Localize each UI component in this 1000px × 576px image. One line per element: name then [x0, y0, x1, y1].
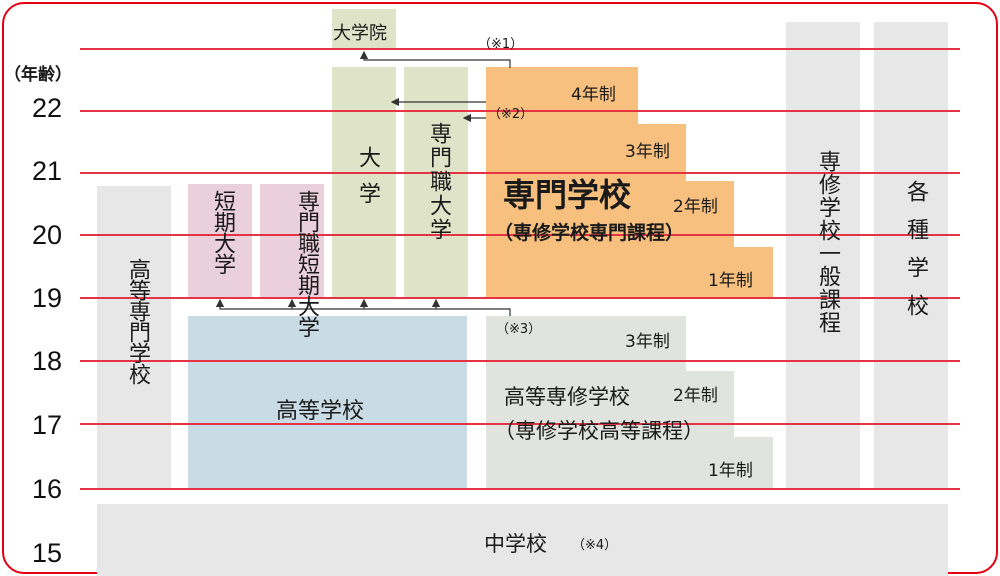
grid-line-17	[80, 423, 960, 425]
graduate-school-label: 大学院	[333, 23, 387, 44]
prof-junior-college-label: 専門職短期大学	[294, 190, 319, 337]
koutou-step-1	[486, 437, 773, 490]
junior-high-label: 中学校	[484, 532, 547, 556]
high-school-box	[188, 316, 467, 490]
koutou-1-year: 1年制	[708, 461, 753, 481]
university-box	[332, 67, 396, 298]
senmon-step-1	[486, 247, 773, 298]
grid-line-18	[80, 360, 960, 362]
senmon-school-subtitle: （専修学校専門課程）	[494, 222, 685, 244]
age-tick-21: 21	[31, 156, 62, 186]
tech-college-box	[97, 186, 171, 490]
age-axis-label: （年齢）	[4, 65, 72, 85]
tech-college-label: 高等専門学校	[125, 258, 150, 384]
grid-line-21	[80, 172, 960, 174]
senmon-2-year: 2年制	[673, 197, 718, 217]
university-label: 大学	[355, 146, 380, 218]
note-3: （※3）	[496, 322, 542, 337]
general-course-box	[786, 22, 860, 490]
senmon-school-title: 専門学校	[503, 176, 632, 214]
general-course-label: 専修学校一般課程	[815, 150, 840, 334]
graduate-school-box	[332, 9, 396, 49]
note-1: （※1）	[478, 37, 524, 52]
age-tick-22: 22	[31, 93, 62, 123]
age-tick-16: 16	[31, 474, 62, 504]
prof-university-label: 専門職大学	[426, 122, 451, 242]
grid-line-20	[80, 234, 960, 236]
age-tick-17: 17	[31, 410, 62, 440]
senmon-4-year: 4年制	[571, 85, 616, 105]
prof-junior-college-box	[260, 184, 324, 298]
grid-line-16	[80, 488, 960, 490]
junior-high-box	[97, 504, 948, 576]
koutou-senshu-subtitle: （専修学校高等課程）	[494, 419, 704, 443]
note-4: （※4）	[572, 538, 618, 553]
junior-college-label: 短期大学	[210, 190, 235, 274]
grid-line-22	[80, 110, 960, 112]
prof-university-box	[404, 67, 468, 298]
age-tick-20: 20	[31, 220, 62, 250]
senmon-1-year: 1年制	[708, 271, 753, 291]
note-2: （※2）	[488, 107, 534, 122]
junior-college-box	[188, 184, 252, 298]
koutou-3-year: 3年制	[625, 332, 670, 352]
grid-line-19	[80, 297, 960, 299]
age-tick-15: 15	[31, 538, 62, 568]
misc-school-label: 各種学校	[903, 180, 928, 332]
grid-line-23	[80, 48, 960, 50]
senmon-3-year: 3年制	[625, 142, 670, 162]
misc-school-box	[874, 22, 948, 490]
koutou-2-year: 2年制	[673, 386, 718, 406]
age-tick-19: 19	[31, 283, 62, 313]
high-school-label: 高等学校	[276, 399, 365, 424]
age-tick-18: 18	[31, 346, 62, 376]
koutou-senshu-title: 高等専修学校	[504, 385, 630, 409]
